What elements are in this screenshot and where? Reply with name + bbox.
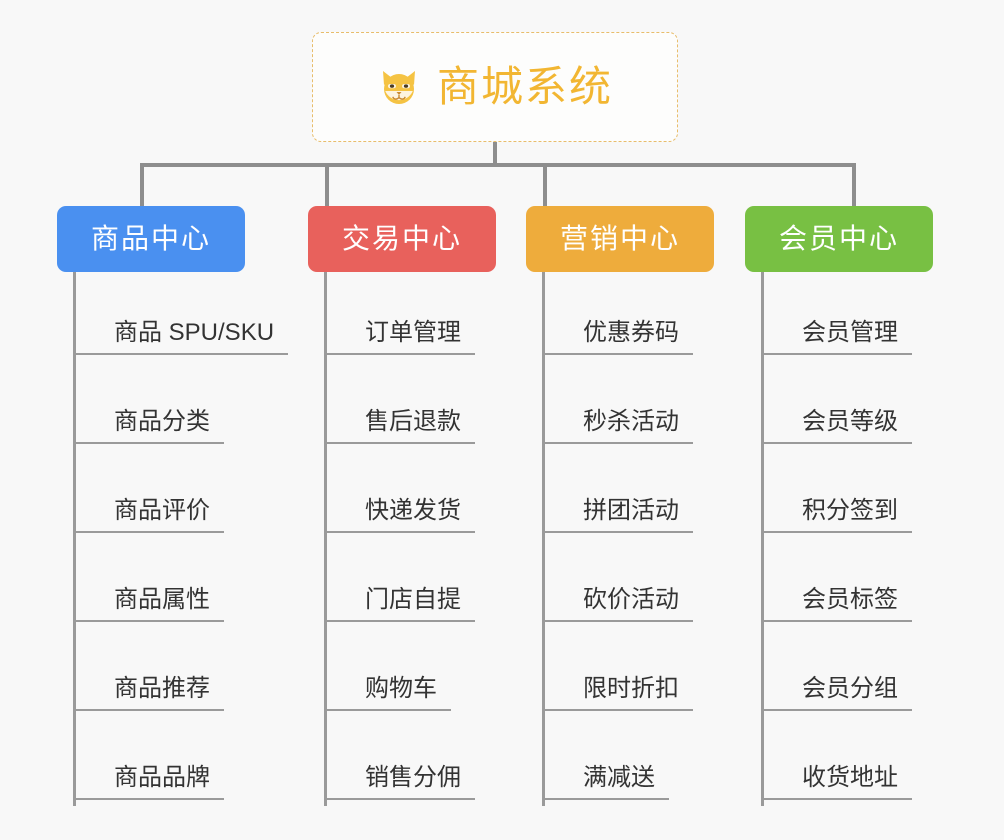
leaf-item[interactable]: 销售分佣 — [327, 717, 520, 806]
leaf-label: 商品推荐 — [76, 677, 224, 711]
leaf-list-marketing: 优惠券码 秒杀活动 拼团活动 砍价活动 限时折扣 满减送 — [542, 272, 738, 806]
leaf-item[interactable]: 售后退款 — [327, 361, 520, 450]
leaf-item[interactable]: 购物车 — [327, 628, 520, 717]
branch-column-marketing: 营销中心 优惠券码 秒杀活动 拼团活动 砍价活动 限时折扣 满减送 — [526, 206, 738, 806]
leaf-item[interactable]: 门店自提 — [327, 539, 520, 628]
leaf-label: 商品属性 — [76, 588, 224, 622]
leaf-item[interactable]: 积分签到 — [764, 450, 957, 539]
connector-drop-1 — [140, 163, 144, 206]
branch-column-member: 会员中心 会员管理 会员等级 积分签到 会员标签 会员分组 收货地址 — [745, 206, 957, 806]
connector-drop-4 — [852, 163, 856, 206]
branch-header-label: 商品中心 — [90, 223, 211, 254]
branch-header-product[interactable]: 商品中心 — [57, 206, 245, 272]
leaf-label: 优惠券码 — [545, 321, 693, 355]
leaf-label: 购物车 — [327, 677, 451, 711]
branch-header-label: 营销中心 — [559, 223, 680, 254]
leaf-label: 会员管理 — [764, 321, 912, 355]
leaf-label: 秒杀活动 — [545, 410, 693, 444]
leaf-item[interactable]: 会员标签 — [764, 539, 957, 628]
leaf-label: 会员等级 — [764, 410, 912, 444]
leaf-label: 商品品牌 — [76, 766, 224, 800]
leaf-item[interactable]: 商品属性 — [76, 539, 287, 628]
branch-header-trade[interactable]: 交易中心 — [308, 206, 496, 272]
leaf-item[interactable]: 优惠券码 — [545, 272, 738, 361]
branch-column-trade: 交易中心 订单管理 售后退款 快递发货 门店自提 购物车 销售分佣 — [308, 206, 520, 806]
leaf-list-member: 会员管理 会员等级 积分签到 会员标签 会员分组 收货地址 — [761, 272, 957, 806]
leaf-item[interactable]: 会员分组 — [764, 628, 957, 717]
leaf-item[interactable]: 商品 SPU/SKU — [76, 272, 289, 361]
leaf-item[interactable]: 会员管理 — [764, 272, 957, 361]
leaf-label: 拼团活动 — [545, 499, 693, 533]
connector-root-stem — [493, 142, 497, 166]
leaf-list-trade: 订单管理 售后退款 快递发货 门店自提 购物车 销售分佣 — [324, 272, 520, 806]
leaf-label: 限时折扣 — [545, 677, 693, 711]
leaf-item[interactable]: 商品分类 — [76, 361, 287, 450]
leaf-label: 商品 SPU/SKU — [76, 321, 289, 355]
leaf-item[interactable]: 商品品牌 — [76, 717, 287, 806]
leaf-label: 售后退款 — [327, 410, 475, 444]
leaf-label: 商品分类 — [76, 410, 224, 444]
leaf-item[interactable]: 拼团活动 — [545, 450, 738, 539]
leaf-list-product: 商品 SPU/SKU 商品分类 商品评价 商品属性 商品推荐 商品品牌 — [73, 272, 289, 806]
leaf-item[interactable]: 会员等级 — [764, 361, 957, 450]
leaf-label: 满减送 — [545, 766, 669, 800]
root-node[interactable]: 商城系统 — [312, 32, 678, 142]
connector-drop-3 — [543, 163, 547, 206]
leaf-item[interactable]: 订单管理 — [327, 272, 520, 361]
leaf-item[interactable]: 限时折扣 — [545, 628, 738, 717]
shiba-dog-icon — [377, 65, 421, 109]
leaf-label: 积分签到 — [764, 499, 912, 533]
leaf-label: 会员分组 — [764, 677, 912, 711]
branch-header-label: 交易中心 — [341, 223, 462, 254]
leaf-label: 快递发货 — [327, 499, 475, 533]
root-title: 商城系统 — [436, 63, 613, 110]
leaf-item[interactable]: 收货地址 — [764, 717, 957, 806]
branch-header-label: 会员中心 — [778, 223, 899, 254]
leaf-item[interactable]: 满减送 — [545, 717, 738, 806]
leaf-item[interactable]: 商品推荐 — [76, 628, 287, 717]
branch-header-marketing[interactable]: 营销中心 — [526, 206, 714, 272]
leaf-item[interactable]: 秒杀活动 — [545, 361, 738, 450]
leaf-label: 砍价活动 — [545, 588, 693, 622]
branch-header-member[interactable]: 会员中心 — [745, 206, 933, 272]
leaf-label: 会员标签 — [764, 588, 912, 622]
leaf-label: 门店自提 — [327, 588, 475, 622]
leaf-item[interactable]: 商品评价 — [76, 450, 287, 539]
branch-column-product: 商品中心 商品 SPU/SKU 商品分类 商品评价 商品属性 商品推荐 商品品牌 — [57, 206, 289, 806]
connector-horizontal-bus — [140, 163, 856, 167]
leaf-item[interactable]: 快递发货 — [327, 450, 520, 539]
leaf-label: 订单管理 — [327, 321, 475, 355]
leaf-label: 商品评价 — [76, 499, 224, 533]
leaf-label: 收货地址 — [764, 766, 912, 800]
leaf-label: 销售分佣 — [327, 766, 475, 800]
connector-drop-2 — [325, 163, 329, 206]
leaf-item[interactable]: 砍价活动 — [545, 539, 738, 628]
